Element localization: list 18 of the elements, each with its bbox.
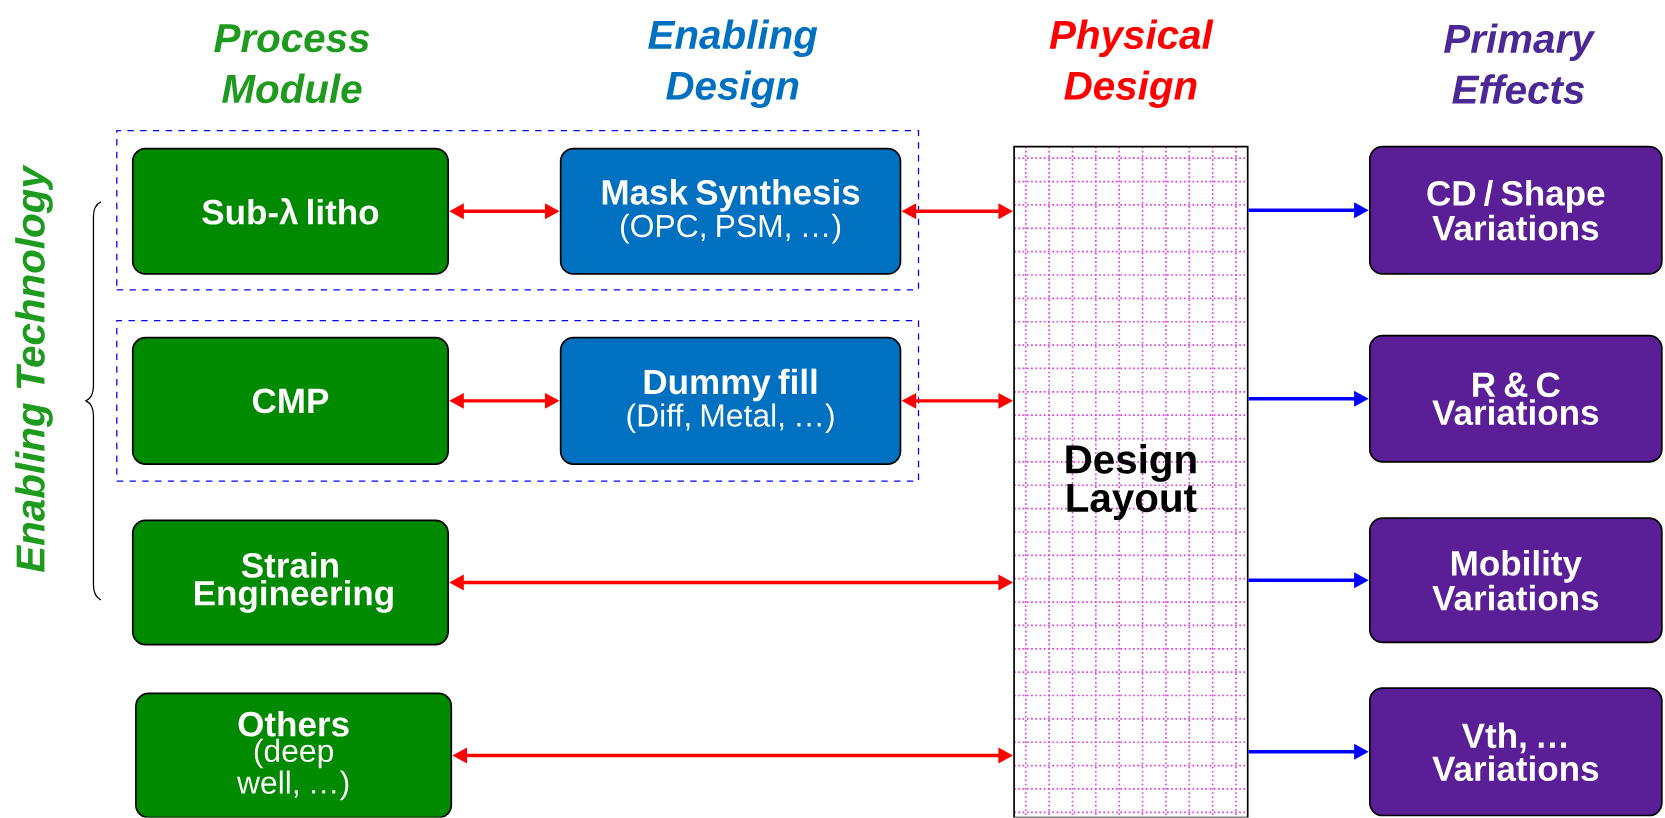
effect-box: R & C Variations bbox=[1368, 334, 1663, 463]
column-heading: Physical Design bbox=[1049, 19, 1214, 109]
layout-column: Design Layout bbox=[1013, 145, 1249, 818]
process-box: Sub-λ litho bbox=[131, 148, 449, 275]
column-heading: Primary Effects bbox=[1444, 23, 1596, 105]
effect-box: CD / Shape Variations bbox=[1368, 145, 1663, 275]
design-box: Mask Synthesis (OPC, PSM, …) bbox=[559, 148, 902, 275]
dashed-group-frame bbox=[116, 130, 920, 291]
process-box: CMP bbox=[131, 337, 449, 466]
effect-box: Mobility Variations bbox=[1368, 517, 1663, 644]
process-box: Others (deep well, …) bbox=[135, 692, 453, 818]
process-box: Strain Engineering bbox=[131, 519, 449, 646]
column-heading: Process Module bbox=[214, 24, 370, 104]
dashed-group-frame bbox=[116, 320, 920, 482]
design-box: Dummy fill (Diff, Metal, …) bbox=[559, 337, 902, 466]
effect-box: Vth, … Variations bbox=[1368, 687, 1663, 817]
side-heading: Enabling Technology bbox=[15, 164, 53, 573]
column-heading: Enabling Design bbox=[648, 19, 818, 109]
